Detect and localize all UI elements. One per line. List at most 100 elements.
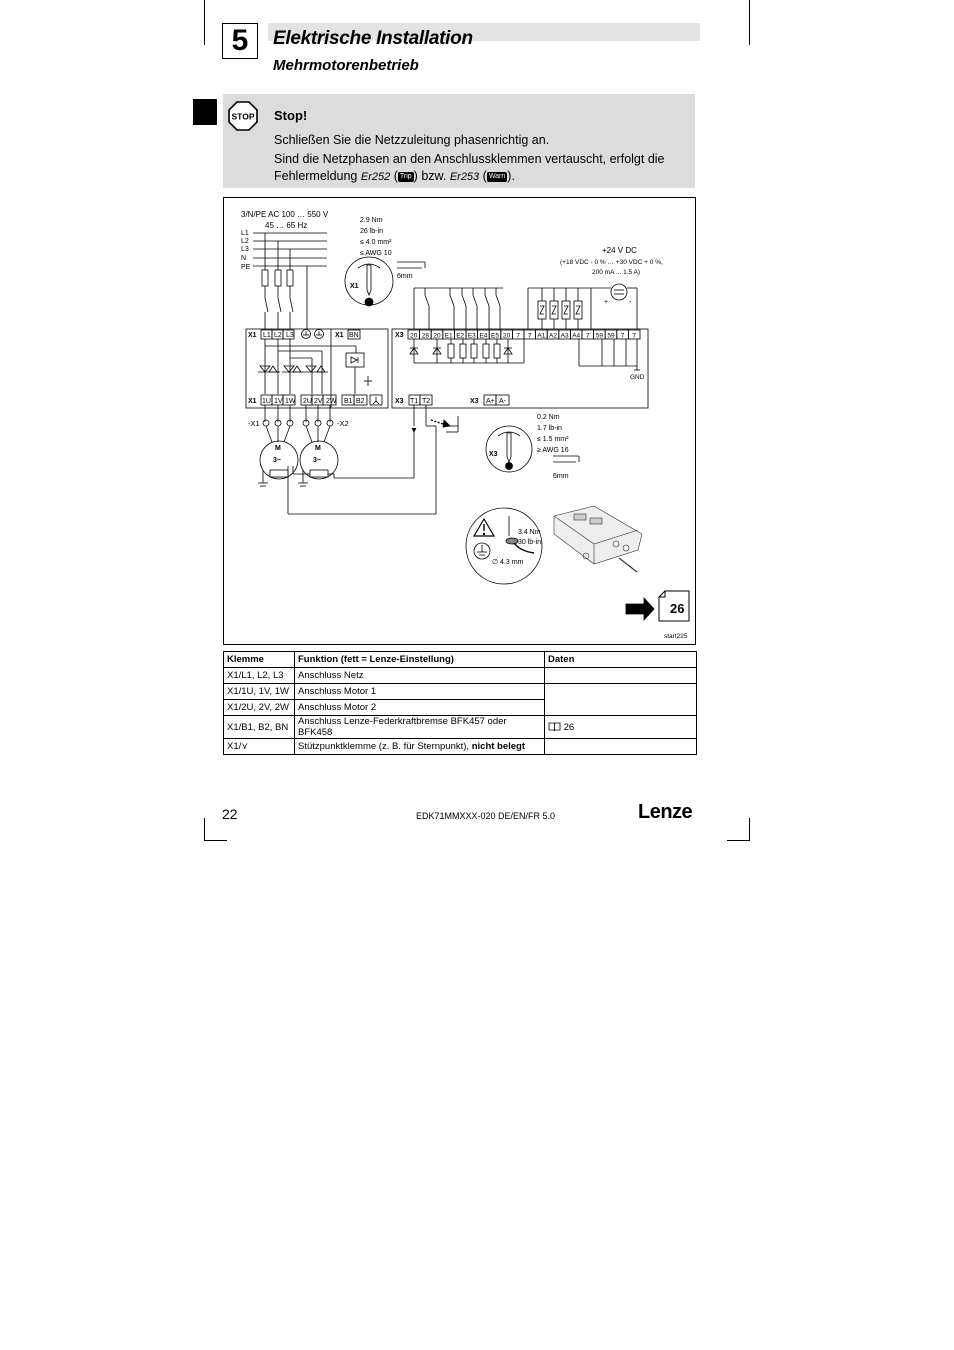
x3-terminal-1: 28 [422, 333, 430, 340]
cell-funktion: Anschluss Netz [294, 667, 545, 684]
x3-torque-nm: 0.2 Nm [537, 414, 560, 421]
supply-24v-current: 200 mA ... 1.5 A) [592, 269, 640, 276]
stop-text-2: Sind die Netzphasen an den Anschlussklem… [274, 152, 665, 166]
terminal-t2: T2 [422, 398, 430, 405]
stop-text-suffix: ). [507, 169, 515, 183]
book-icon [548, 722, 561, 732]
x3-strip-length: 6mm [553, 473, 569, 480]
stop-warning-box: STOP Stop! Schließen Sie die Netzzuleitu… [223, 94, 695, 188]
x3-terminal-9: 7 [516, 333, 520, 340]
terminal-a-minus: A- [499, 398, 507, 405]
terminal-2v: 2V [314, 398, 323, 405]
x3-terminal-box [627, 329, 641, 340]
x1-torque-nm: 2.9 Nm [360, 217, 383, 224]
stop-icon: STOP [228, 101, 258, 131]
table-row: X1/B1, B2, BN Anschluss Lenze-Federkraft… [223, 715, 697, 739]
x3-terminal-7: E5 [491, 333, 499, 340]
x3-terminal-8: 20 [503, 333, 511, 340]
cell-daten [544, 738, 697, 755]
cell-klemme: X1/2U, 2V, 2W [223, 699, 295, 716]
x1-top-label: X1 [248, 332, 257, 339]
cell-daten [544, 699, 697, 716]
terminal-1v: 1V [274, 398, 283, 405]
stop-icon-label: STOP [232, 112, 255, 122]
terminal-b2: B2 [356, 398, 365, 405]
table-row: X1/⋎ Stützpunktklemme (z. B. für Sternpu… [223, 738, 697, 755]
cell-klemme: X1/⋎ [223, 738, 295, 755]
header-klemme: Klemme [223, 651, 295, 668]
table-row: X1/1U, 1V, 1W Anschluss Motor 1 [223, 683, 697, 700]
stop-text-between: bzw. [421, 169, 447, 183]
x3-terminal-16: 59 [596, 333, 604, 340]
x3-callout-label: X3 [489, 451, 498, 458]
crop-mark [204, 840, 227, 841]
x3-terminal-10: 7 [528, 333, 532, 340]
cell-daten: 26 [544, 715, 697, 739]
line-label-l1: L1 [241, 230, 249, 237]
x3-terminal-14: A4 [572, 333, 580, 340]
terminal-a-plus: A+ [486, 398, 495, 405]
x3-terminal-6: E4 [479, 333, 487, 340]
x1-bn-label: X1 [335, 332, 344, 339]
x3-terminal-11: A1 [537, 333, 545, 340]
x3-terminal-5: E3 [468, 333, 476, 340]
line-label-l3: L3 [241, 246, 249, 253]
x1-callout-label: X1 [350, 283, 359, 290]
cell-funktion: Stützpunktklemme (z. B. für Sternpunkt),… [294, 738, 545, 755]
cell-funktion: Anschluss Motor 1 [294, 683, 545, 700]
x1-torque-lbin: 26 lb-in [360, 228, 383, 235]
motor1-type: 3~ [273, 457, 281, 464]
cell-klemme: X1/L1, L2, L3 [223, 667, 295, 684]
page-subtitle: Mehrmotorenbetrieb [273, 57, 419, 74]
terminal-1w: 1W [285, 398, 296, 405]
stop-text-1: Schließen Sie die Netzzuleitung phasenri… [274, 133, 550, 147]
page-title: Elektrische Installation [273, 28, 473, 49]
table-row: X1/2U, 2V, 2W Anschluss Motor 2 [223, 699, 697, 716]
cell-daten [544, 683, 697, 700]
x3-terminal-17: 59 [607, 333, 615, 340]
x3-terminal-13: A3 [561, 333, 569, 340]
x3-terminal-15: 7 [586, 333, 590, 340]
cell-funktion: Anschluss Motor 2 [294, 699, 545, 716]
terminal-2w: 2W [326, 398, 337, 405]
error-code-2: Er253 [449, 171, 480, 183]
motor1-label: M [275, 445, 281, 452]
stop-text-3-prefix: Fehlermeldung [274, 169, 358, 183]
x1-wire-mm2: ≤ 4.0 mm² [360, 239, 392, 246]
x1-strip-length: 6mm [397, 273, 413, 280]
motor-1 [259, 440, 299, 480]
page-ref-number: 26 [670, 601, 684, 616]
motor2-label: M [315, 445, 321, 452]
page-number: 22 [222, 806, 238, 822]
x3-terminal-12: A2 [549, 333, 557, 340]
x3-terminal-3: E1 [445, 333, 453, 340]
pe-bolt-diameter: ∅ 4.3 mm [492, 559, 524, 566]
x3-wire-awg: ≥ AWG 16 [537, 447, 569, 454]
supply-voltage: 3/N/PE AC 100 … 550 V [241, 210, 329, 219]
crop-mark [749, 0, 750, 45]
screwdriver-callout-x3 [485, 425, 533, 473]
x3-torque-lbin: 1.7 lb-in [537, 425, 562, 432]
supply-24v: +24 V DC [602, 246, 637, 255]
lenze-logo: Lenze [638, 801, 693, 823]
cell-funktion: Anschluss Lenze-Federkraftbremse BFK457 … [294, 715, 545, 739]
pe-connection-callout [465, 507, 543, 585]
motor2-type: 3~ [313, 457, 321, 464]
terminal-l1: L1 [263, 332, 271, 339]
document-id: EDK71MMXXX-020 DE/EN/FR 5.0 [416, 811, 556, 821]
terminal-2u: 2U [303, 398, 312, 405]
brake-rectifier [345, 352, 365, 368]
daten-page-ref: 26 [563, 721, 575, 733]
terminal-l3: L3 [286, 332, 294, 339]
x1-wire-awg: ≤ AWG 10 [360, 250, 392, 257]
figure-id: start225 [664, 633, 688, 640]
wiring-diagram: 3/N/PE AC 100 … 550 V 45 … 65 Hz L1 L2 L… [223, 197, 696, 645]
supply-24v-range: (+18 VDC - 0 % … +30 VDC + 0 %, [560, 259, 663, 266]
motor-tag-x1: -X1 [248, 419, 260, 428]
line-label-l2: L2 [241, 238, 249, 245]
stop-text-3: Fehlermeldung Er252 (Trip) bzw. Er253 (W… [274, 169, 515, 183]
motor-2 [299, 440, 339, 480]
x3-wire-mm2: ≤ 1.5 mm² [537, 436, 569, 443]
line-label-n: N [241, 255, 246, 262]
motor-tag-x2: -X2 [337, 419, 349, 428]
